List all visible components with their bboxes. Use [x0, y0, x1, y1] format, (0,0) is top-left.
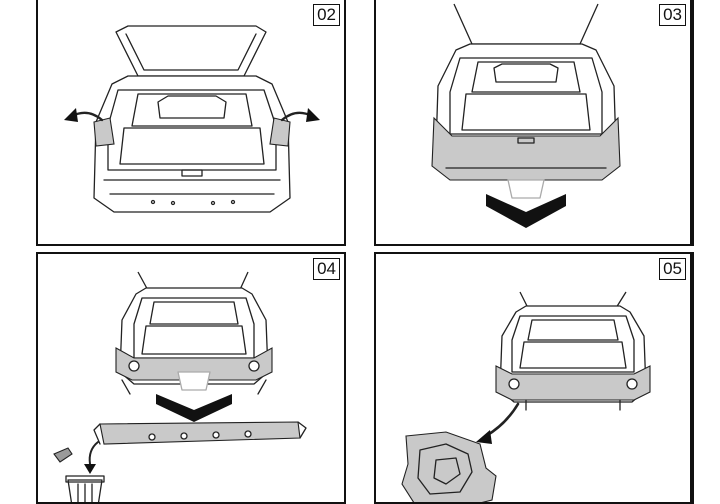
- down-arrow: [156, 394, 232, 422]
- down-arrow: [486, 194, 566, 228]
- bumper-cover: [431, 116, 621, 181]
- step-panel-04: 04: [36, 252, 346, 504]
- step-panel-03: 03: [374, 0, 694, 246]
- right-tail-light: [269, 117, 291, 147]
- rear-lights-removal-illustration: [64, 25, 320, 213]
- step-panel-02: 02: [36, 0, 346, 246]
- step-panel-05: 05: [374, 252, 694, 504]
- panel-removal-illustration: [401, 291, 651, 502]
- fastener: [53, 447, 73, 463]
- open-tailgate: [115, 25, 267, 77]
- step-number: 03: [659, 4, 686, 26]
- step-number: 02: [313, 4, 340, 26]
- step-number: 05: [659, 258, 686, 280]
- bumper-beam-removal-illustration: [53, 271, 307, 502]
- removal-arrow: [484, 402, 520, 438]
- step-number: 04: [313, 258, 340, 280]
- bumper-beam: [99, 421, 301, 445]
- left-tail-light: [93, 117, 115, 147]
- bumper-cover-removal-illustration: [431, 3, 621, 228]
